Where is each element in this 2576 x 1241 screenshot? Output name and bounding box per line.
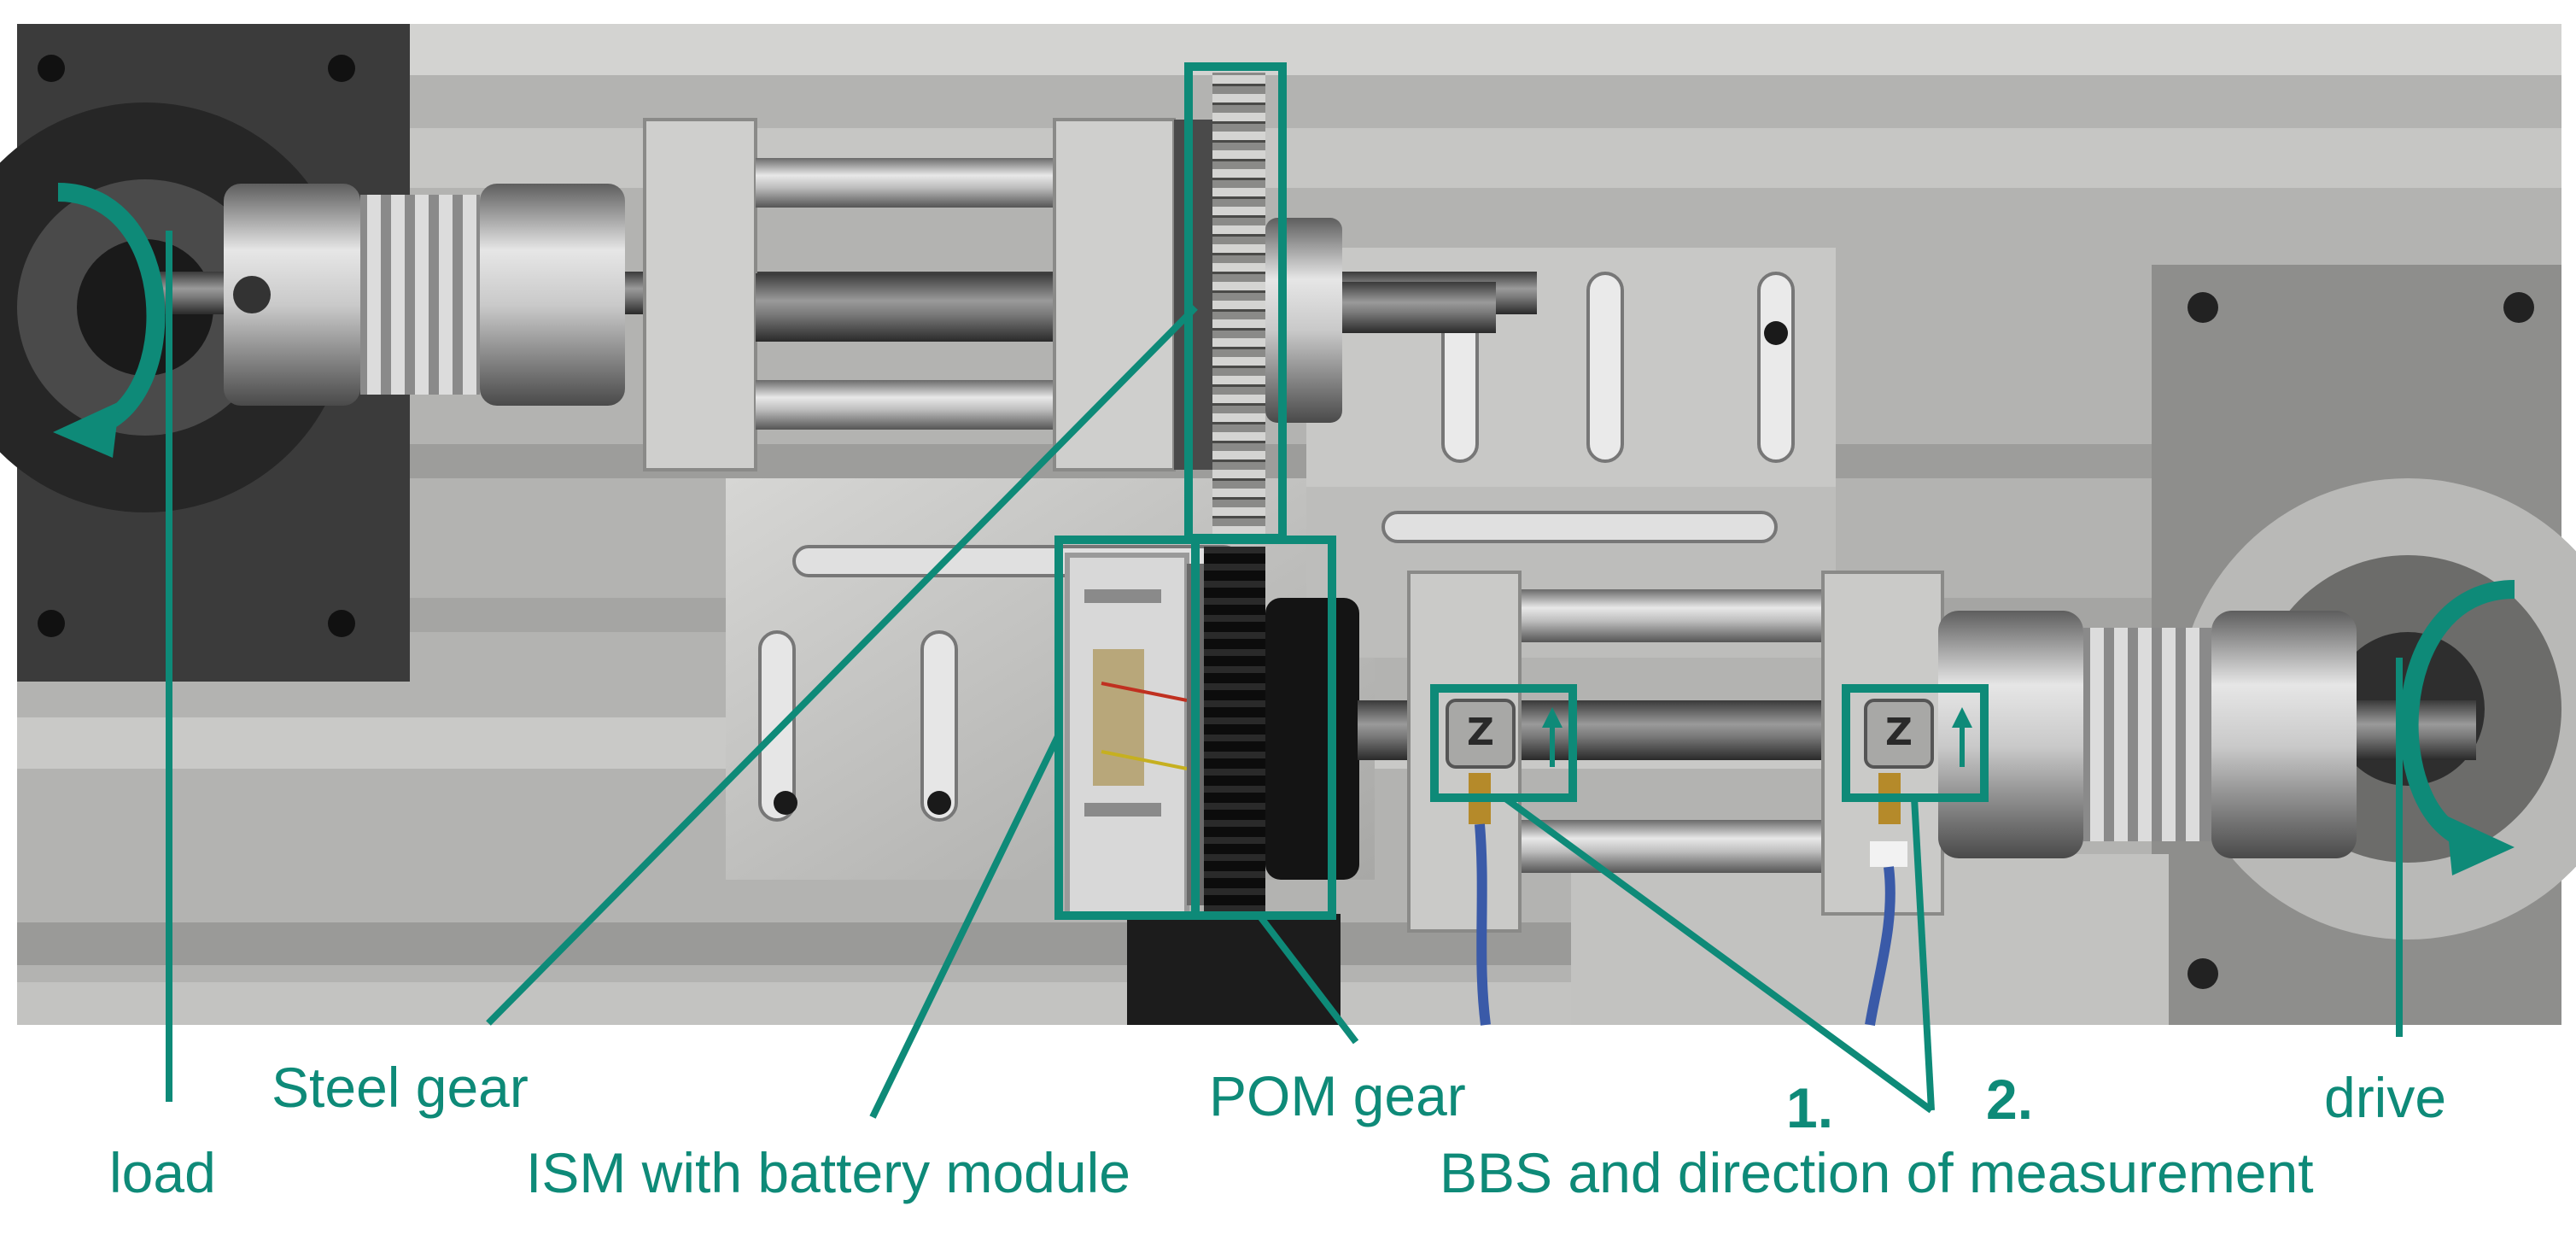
ism-leader-line — [869, 733, 1062, 1119]
label-ism: ISM with battery module — [526, 1141, 1130, 1204]
steel-gear-leader-line — [486, 305, 1198, 1026]
up-arrow-icon — [1952, 707, 1972, 767]
curved-arrow-icon — [53, 183, 166, 458]
bbs-leader-line-1 — [1502, 794, 1934, 1114]
annotation-overlay — [53, 62, 2515, 1119]
svg-text:Z: Z — [1467, 711, 1494, 754]
label-bbs: BBS and direction of measurement — [1440, 1141, 2314, 1204]
label-load: load — [109, 1141, 216, 1204]
label-drive: drive — [2324, 1066, 2447, 1129]
svg-text:Z: Z — [1885, 711, 1913, 754]
curved-arrow-icon — [2399, 580, 2515, 875]
label-sensor-2: 2. — [1986, 1068, 2034, 1131]
label-pom-gear: POM gear — [1209, 1064, 1466, 1127]
label-steel-gear: Steel gear — [272, 1056, 529, 1119]
bbs-leader-line-2 — [1911, 797, 1935, 1111]
sensor-1-box — [1430, 684, 1577, 802]
pom-gear-leader-line — [1256, 913, 1359, 1045]
up-arrow-icon — [1542, 707, 1563, 767]
label-sensor-1: 1. — [1786, 1076, 1834, 1139]
